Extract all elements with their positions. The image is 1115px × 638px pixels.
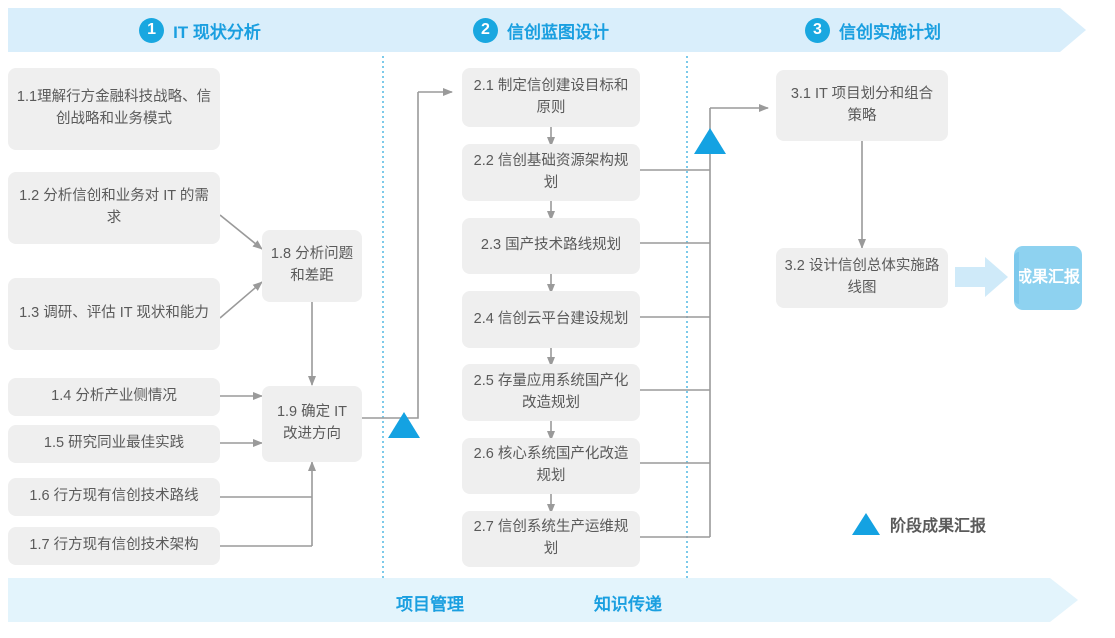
phase-banner-3: 3 信创实施计划 bbox=[686, 8, 1060, 52]
header-chevron-end bbox=[1060, 8, 1086, 52]
node-1-6[interactable]: 1.6 行方现有信创技术路线 bbox=[8, 478, 220, 516]
node-3-1[interactable]: 3.1 IT 项目划分和组合策略 bbox=[776, 70, 948, 141]
milestone-triangle-phase2 bbox=[694, 128, 726, 154]
phase-banner-1: 1 IT 现状分析 bbox=[8, 8, 398, 52]
node-2-5[interactable]: 2.5 存量应用系统国产化改造规划 bbox=[462, 364, 640, 421]
node-1-9[interactable]: 1.9 确定 IT 改进方向 bbox=[262, 386, 362, 462]
phase-number-2: 2 bbox=[473, 17, 498, 43]
node-1-8[interactable]: 1.8 分析问题和差距 bbox=[262, 230, 362, 302]
edge-12-18 bbox=[219, 214, 263, 250]
legend: 阶段成果汇报 bbox=[852, 512, 986, 536]
node-2-7[interactable]: 2.7 信创系统生产运维规划 bbox=[462, 511, 640, 567]
milestone-triangle-phase1 bbox=[388, 412, 420, 438]
node-1-2[interactable]: 1.2 分析信创和业务对 IT 的需求 bbox=[8, 172, 220, 244]
node-2-4[interactable]: 2.4 信创云平台建设规划 bbox=[462, 291, 640, 348]
node-2-3[interactable]: 2.3 国产技术路线规划 bbox=[462, 218, 640, 274]
bottom-label-project-management: 项目管理 bbox=[396, 595, 464, 614]
result-badge[interactable]: 成果汇报 bbox=[1014, 246, 1082, 310]
edge-19-21-leg bbox=[362, 92, 419, 419]
result-arrow bbox=[955, 257, 1008, 297]
legend-label: 阶段成果汇报 bbox=[890, 518, 987, 535]
node-2-2[interactable]: 2.2 信创基础资源架构规划 bbox=[462, 144, 640, 201]
phase-banner-2: 2 信创蓝图设计 bbox=[392, 8, 686, 52]
phase-number-3: 3 bbox=[805, 17, 830, 43]
phase-label-3: 信创实施计划 bbox=[839, 22, 941, 42]
phase-label-2: 信创蓝图设计 bbox=[507, 22, 609, 42]
phase-label-1: IT 现状分析 bbox=[173, 22, 261, 42]
node-2-6[interactable]: 2.6 核心系统国产化改造规划 bbox=[462, 438, 640, 494]
node-1-4[interactable]: 1.4 分析产业侧情况 bbox=[8, 378, 220, 416]
milestone-triangle-icon bbox=[852, 513, 880, 535]
phase-number-1: 1 bbox=[139, 17, 165, 43]
bottom-label-knowledge-transfer: 知识传递 bbox=[594, 595, 662, 614]
node-3-2[interactable]: 3.2 设计信创总体实施路线图 bbox=[776, 248, 948, 308]
node-1-3[interactable]: 1.3 调研、评估 IT 现状和能力 bbox=[8, 278, 220, 350]
result-badge-label: 成果汇报 bbox=[1015, 269, 1080, 287]
result-badge-accent-bar bbox=[1014, 252, 1019, 304]
bottom-banner-arrow bbox=[1050, 578, 1078, 622]
node-2-1[interactable]: 2.1 制定信创建设目标和原则 bbox=[462, 68, 640, 127]
node-1-5[interactable]: 1.5 研究同业最佳实践 bbox=[8, 425, 220, 463]
node-1-7[interactable]: 1.7 行方现有信创技术架构 bbox=[8, 527, 220, 565]
bottom-banner bbox=[8, 578, 1050, 622]
edge-13-18 bbox=[219, 281, 263, 319]
node-1-1[interactable]: 1.1理解行方金融科技战略、信创战略和业务模式 bbox=[8, 68, 220, 150]
